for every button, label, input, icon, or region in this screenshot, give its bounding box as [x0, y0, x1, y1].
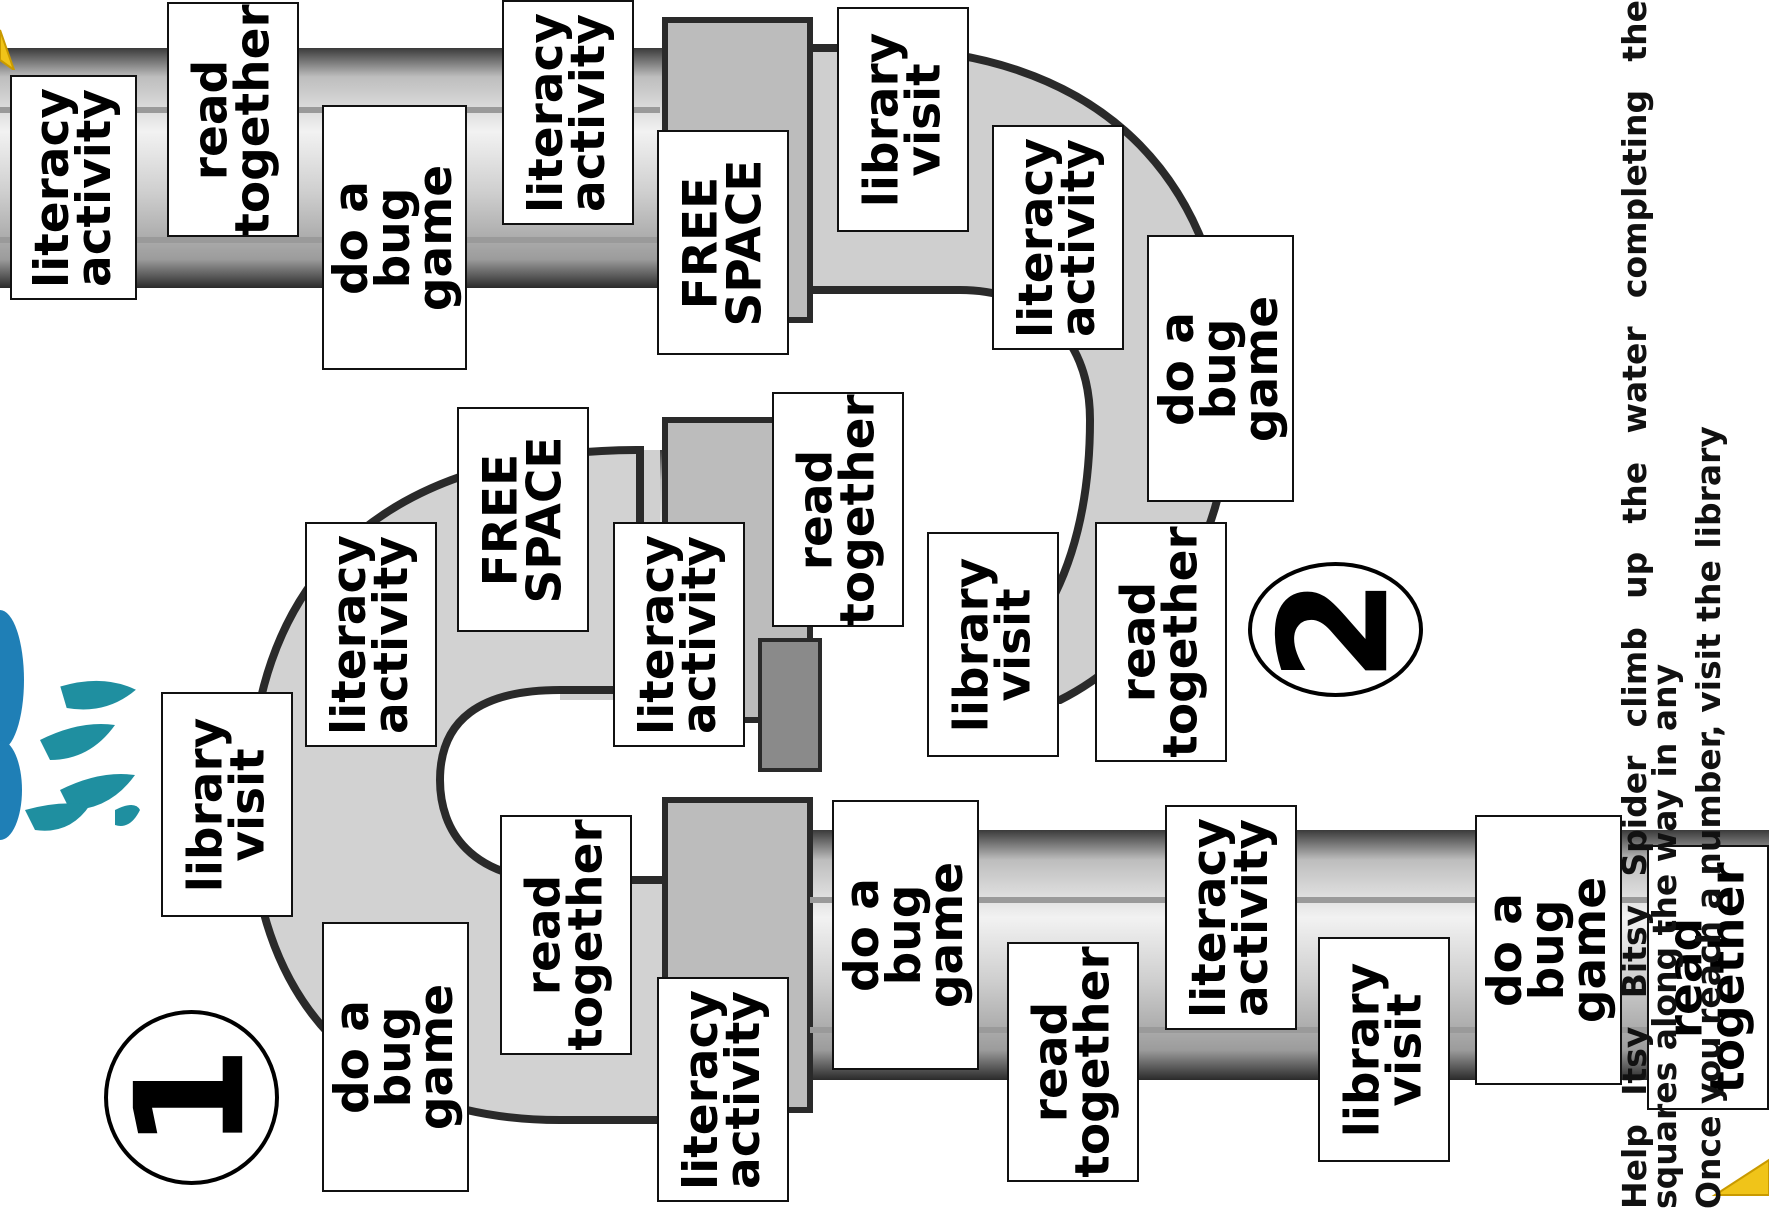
square-label: literacy activity — [630, 534, 727, 735]
square-literacy-activity[interactable]: literacy activity — [502, 0, 634, 225]
instructions-panel: Help Itsy Bitsy Spider climb up the wate… — [1620, 0, 1769, 1209]
square-do-a-bug-game[interactable]: do a bug game — [1147, 235, 1294, 502]
square-label: do a bug game — [835, 861, 975, 1009]
square-read-together[interactable]: read together — [1647, 845, 1769, 1110]
square-label: literacy activity — [674, 989, 771, 1190]
square-label: library visit — [944, 557, 1042, 732]
square-label: FREE SPACE — [473, 436, 572, 603]
square-read-together[interactable]: read together — [500, 815, 632, 1055]
square-read-together[interactable]: read together — [772, 392, 904, 627]
spider-icon — [0, 610, 24, 840]
marker-number-1: 1 — [104, 1010, 279, 1185]
square-label: read together — [1024, 946, 1122, 1178]
square-read-together[interactable]: read together — [1095, 522, 1227, 762]
square-label: do a bug game — [325, 983, 465, 1131]
square-read-together[interactable]: read together — [1007, 942, 1139, 1182]
square-free-space[interactable]: FREE SPACE — [457, 407, 589, 632]
square-literacy-activity[interactable]: literacy activity — [657, 977, 789, 1202]
square-label: library visit — [854, 32, 952, 207]
square-literacy-activity[interactable]: literacy activity — [1165, 805, 1297, 1030]
square-label: FREE SPACE — [673, 159, 772, 326]
square-do-a-bug-game[interactable]: do a bug game — [322, 105, 467, 370]
marker-number-text: 1 — [104, 1045, 279, 1150]
square-label: literacy activity — [1009, 137, 1106, 338]
square-label: do a bug game — [324, 164, 464, 311]
square-label: library visit — [1335, 962, 1433, 1137]
sun-icon — [0, 29, 16, 70]
square-label: read together — [789, 393, 887, 626]
square-free-space[interactable]: FREE SPACE — [657, 130, 789, 355]
square-read-together[interactable]: read together — [167, 2, 299, 237]
square-literacy-activity[interactable]: literacy activity — [305, 522, 437, 747]
square-library-visit[interactable]: library visit — [161, 692, 293, 917]
square-library-visit[interactable]: library visit — [837, 7, 969, 232]
square-label: do a bug game — [1478, 876, 1618, 1024]
square-label: read together — [184, 3, 282, 236]
marker-number-2: 2 — [1248, 562, 1423, 697]
square-label: literacy activity — [519, 12, 616, 213]
square-literacy-activity[interactable]: literacy activity — [613, 522, 745, 747]
square-do-a-bug-game[interactable]: do a bug game — [322, 922, 469, 1192]
square-label: library visit — [178, 717, 276, 892]
square-label: read together — [1112, 526, 1210, 758]
square-label: literacy activity — [1182, 817, 1279, 1018]
square-library-visit[interactable]: library visit — [1318, 937, 1450, 1162]
instructions-line-1: Help Itsy Bitsy Spider climb up the wate… — [1620, 0, 1684, 1209]
square-library-visit[interactable]: library visit — [927, 532, 1059, 757]
square-literacy-activity[interactable]: literacy activity — [10, 75, 137, 300]
sun-icon — [1711, 1158, 1769, 1196]
square-do-a-bug-game[interactable]: do a bug game — [832, 800, 979, 1070]
square-label: read together — [517, 819, 615, 1051]
square-literacy-activity[interactable]: literacy activity — [992, 125, 1124, 350]
square-do-a-bug-game[interactable]: do a bug game — [1475, 815, 1622, 1085]
square-label: literacy activity — [24, 87, 122, 288]
marker-number-text: 2 — [1248, 577, 1423, 682]
raindrops-icon — [25, 680, 140, 831]
instructions-line-2: Once you reach a number, visit the libra… — [1689, 426, 1728, 1209]
square-label: literacy activity — [322, 534, 419, 735]
square-label: do a bug game — [1150, 295, 1290, 442]
